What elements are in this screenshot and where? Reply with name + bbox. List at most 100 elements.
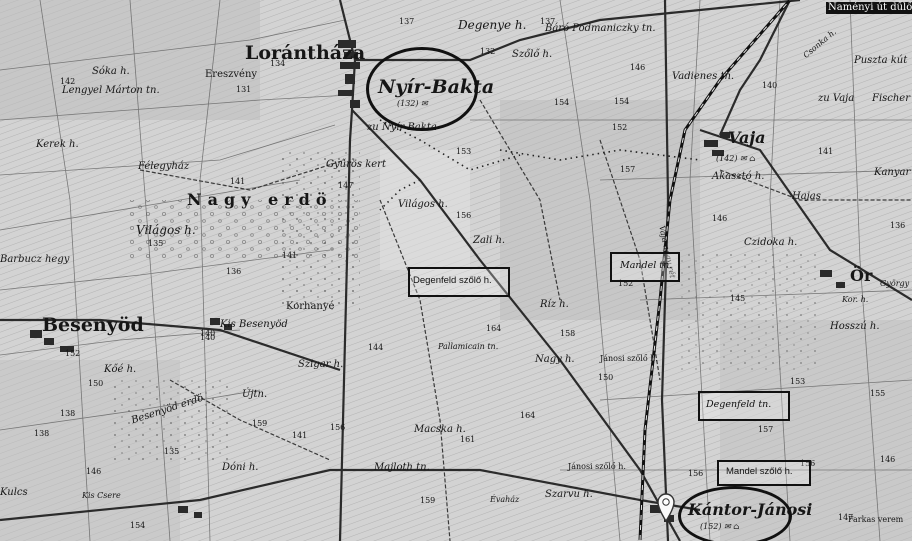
elev: 157 [758, 425, 774, 434]
baro-label: Báró Podmaniczky tn. [545, 23, 656, 34]
zuvaja-label: zu Vaja [818, 93, 855, 104]
elev: 150 [88, 379, 104, 388]
elev: 161 [460, 435, 476, 444]
szigar-label: Szigar h. [298, 359, 344, 370]
hosszu-label: Hosszú h. [830, 321, 880, 332]
riz-label: Ríz h. [540, 299, 569, 310]
elev: 140 [762, 81, 778, 90]
elev: 156 [456, 211, 472, 220]
vilagos2-label: Világos h. [136, 223, 196, 237]
elev: 164 [520, 411, 536, 420]
elev: 141 [292, 431, 308, 440]
elev: 144 [368, 343, 384, 352]
elev: 153 [456, 147, 472, 156]
elev: 140 [200, 333, 216, 342]
janosi2-label: Jánosi szőlő h. [568, 462, 626, 471]
elev: 141 [282, 251, 298, 260]
elev: 140 [200, 329, 216, 338]
soka-label: Sóka h. [92, 66, 130, 77]
elev: 132 [480, 47, 496, 56]
akaszto-label: Akasztó h. [712, 171, 765, 182]
elev: 147 [838, 513, 854, 522]
elev: 150 [598, 373, 614, 382]
elev: 159 [252, 419, 268, 428]
vaja-label: Vaja [728, 128, 766, 147]
kisbesenyod-label: Kis Besenyöd [220, 319, 288, 330]
szarvu-label: Szarvu h. [545, 489, 593, 500]
elev: 135 [164, 447, 180, 456]
elev: 157 [620, 165, 636, 174]
elev: 137 [399, 17, 415, 26]
elev: 146 [86, 467, 102, 476]
elev: 138 [34, 429, 50, 438]
farkas-label: Farkas verem [848, 515, 904, 524]
elev: 146 [880, 455, 896, 464]
lorant-label: Lorántháza [245, 42, 366, 64]
vaja-number: (142) ✉ ⌂ [716, 154, 756, 163]
degenfeld-tn-label: Degenfeld tn. [706, 399, 772, 410]
elev: 152 [618, 279, 634, 288]
degenye-label: Degenye h. [458, 18, 527, 32]
felegyhaz-label: Félegyház [138, 161, 190, 172]
mandel-box[interactable] [610, 252, 680, 282]
kerek-label: Kerek h. [36, 139, 79, 150]
evahaz-label: Évaház [490, 495, 520, 504]
nagyerdo-label: Nagy erdö [187, 190, 333, 209]
elev: 159 [420, 496, 436, 505]
kulcs-label: Kulcs [0, 487, 28, 498]
doni-label: Dóni h. [222, 462, 259, 473]
barbucz-label: Barbucz hegy [0, 254, 70, 265]
lengyel-label: Lengyel Márton tn. [62, 85, 160, 96]
elev: 138 [60, 409, 76, 418]
elev: 146 [712, 214, 728, 223]
elev: 158 [560, 329, 576, 338]
vadienes-label: Vadienes tn. [672, 71, 735, 82]
szolo-top-label: Szőlő h. [512, 49, 553, 60]
kanyar-label: Kanyar [874, 167, 911, 178]
hajas-label: Hajas [792, 191, 821, 202]
elev: 164 [486, 324, 502, 333]
degenfeld-tn-box[interactable] [698, 391, 790, 421]
elev: 156 [800, 459, 816, 468]
kor-label: Kor. h. [842, 295, 869, 304]
degenfeld-szolo-box[interactable] [408, 267, 510, 297]
gyurkert-label: Gyűrös kert [326, 159, 386, 170]
ujtn-label: Újtn. [242, 389, 268, 400]
elev: 142 [60, 77, 76, 86]
nagyh-label: Nagy h. [535, 354, 575, 365]
elev: 153 [790, 377, 806, 386]
elev: 135 [148, 239, 164, 248]
nameny-label: Naményi út dűlő [826, 2, 912, 14]
elev: 154 [130, 521, 146, 530]
elev: 156 [688, 469, 704, 478]
elev: 154 [614, 97, 630, 106]
elev: 141 [818, 147, 834, 156]
mandel-szolo-box[interactable] [717, 460, 811, 486]
elev: 131 [236, 85, 252, 94]
elev: 136 [890, 221, 906, 230]
pallamicain-label: Pallamicain tn. [438, 342, 499, 351]
puzta-label: Puszta kút [854, 55, 908, 66]
vilagos-label: Világos h. [398, 199, 448, 210]
nyirbakta-oval[interactable] [366, 47, 478, 131]
elev: 155 [870, 389, 886, 398]
janosi1-label: Jánosi szőlő h. [600, 354, 658, 363]
location-pin-icon[interactable] [656, 492, 676, 522]
kiscsere-label: Kis Csere [82, 491, 121, 500]
kantor-oval[interactable] [678, 486, 792, 541]
elev: 146 [630, 63, 646, 72]
elev: 152 [612, 123, 628, 132]
besenyod-label: Besenyöd [42, 314, 144, 336]
majloth-label: Majloth tn. [374, 462, 430, 473]
mandel-label: Mandel tn. [620, 260, 673, 271]
gyorgy-label: György [880, 279, 910, 288]
elev: 134 [270, 59, 286, 68]
koe-label: Kőé h. [104, 364, 137, 375]
elev: 141 [230, 177, 246, 186]
czidoka-label: Czidoka h. [744, 237, 798, 248]
elev: 145 [730, 294, 746, 303]
degenfeld-szolo-label: Degenfeld szőlő h. [413, 275, 492, 286]
elev: 154 [554, 98, 570, 107]
elev: 152 [65, 349, 81, 358]
